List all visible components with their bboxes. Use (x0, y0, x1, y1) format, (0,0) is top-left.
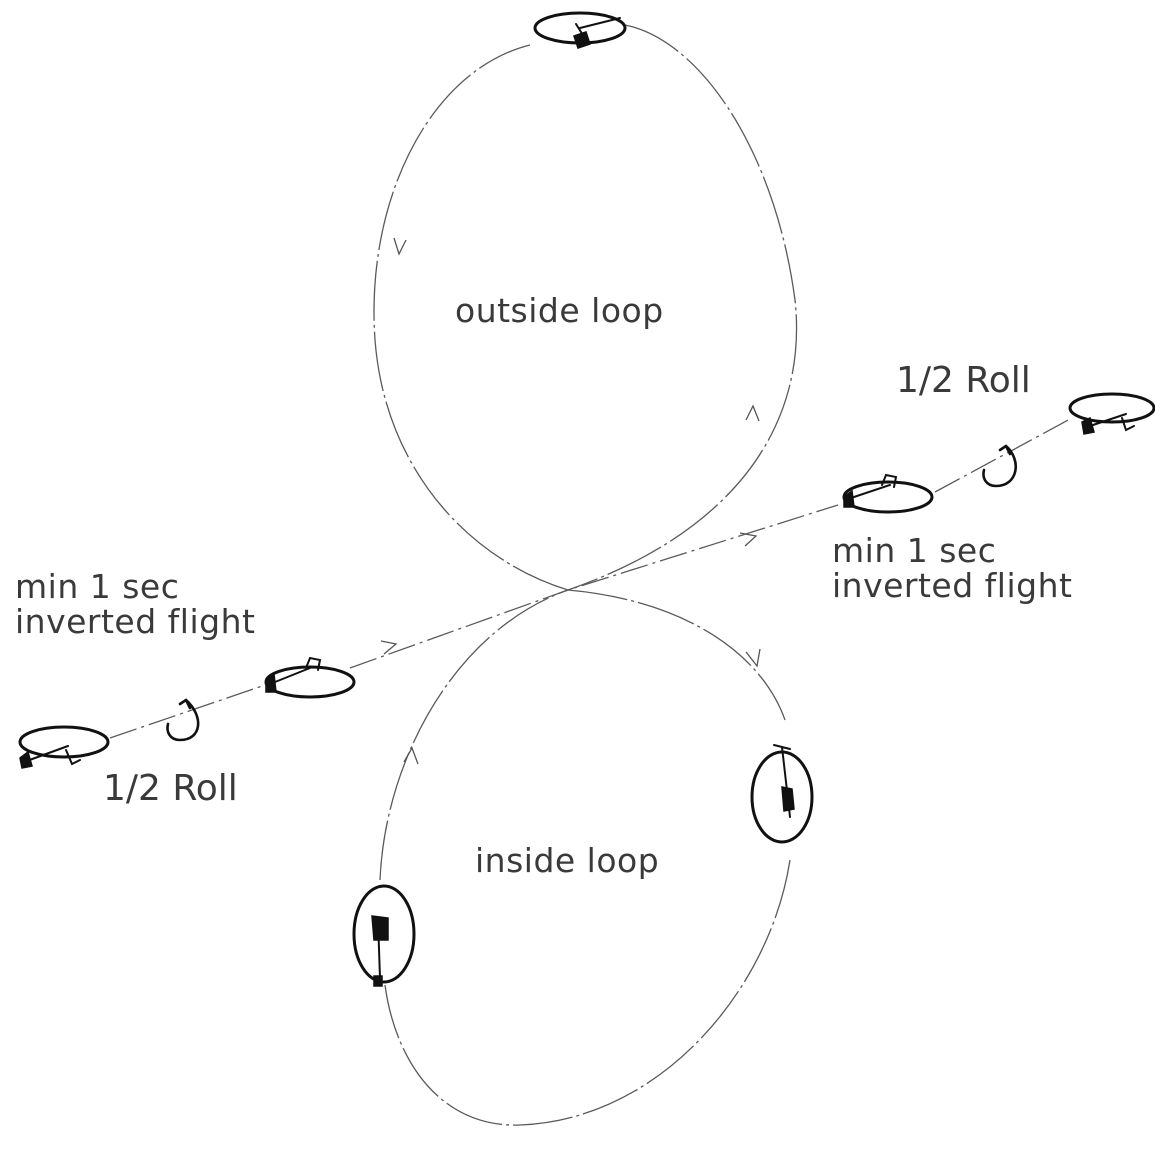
roll-arrow-icon (982, 444, 1017, 488)
helicopter-icon (533, 11, 627, 49)
direction-arrowhead (745, 648, 761, 668)
direction-arrowhead (393, 237, 407, 256)
inverted-note-line2: inverted flight (832, 565, 1073, 605)
direction-arrowhead (739, 532, 758, 547)
helicopter-icon (1068, 392, 1155, 435)
inside-loop-path (379, 589, 791, 1126)
direction-arrowhead (380, 640, 398, 655)
helicopter-icon (18, 725, 110, 769)
roll-arrow-icon (166, 698, 200, 742)
inside-loop-label: inside loop (475, 841, 660, 880)
outside-loop-path (373, 24, 798, 591)
inverted-flight-note-right: min 1 sec inverted flight (832, 531, 1073, 605)
inverted-note-line1: min 1 sec (15, 567, 180, 606)
helicopter-icon (352, 884, 416, 987)
helicopter-icon (842, 473, 934, 514)
roll-label-left: 1/2 Roll (103, 768, 238, 809)
inverted-note-line2: inverted flight (15, 601, 256, 641)
inverted-flight-path (109, 417, 1073, 739)
direction-arrowhead (745, 404, 760, 422)
roll-label-right: 1/2 Roll (896, 360, 1031, 401)
inverted-flight-note-left: min 1 sec inverted flight (15, 567, 256, 641)
inverted-note-line1: min 1 sec (832, 531, 997, 570)
helicopter-icon (750, 744, 814, 844)
helicopter-icon (264, 656, 356, 699)
direction-arrowhead (403, 746, 419, 765)
outside-loop-label: outside loop (455, 291, 664, 330)
